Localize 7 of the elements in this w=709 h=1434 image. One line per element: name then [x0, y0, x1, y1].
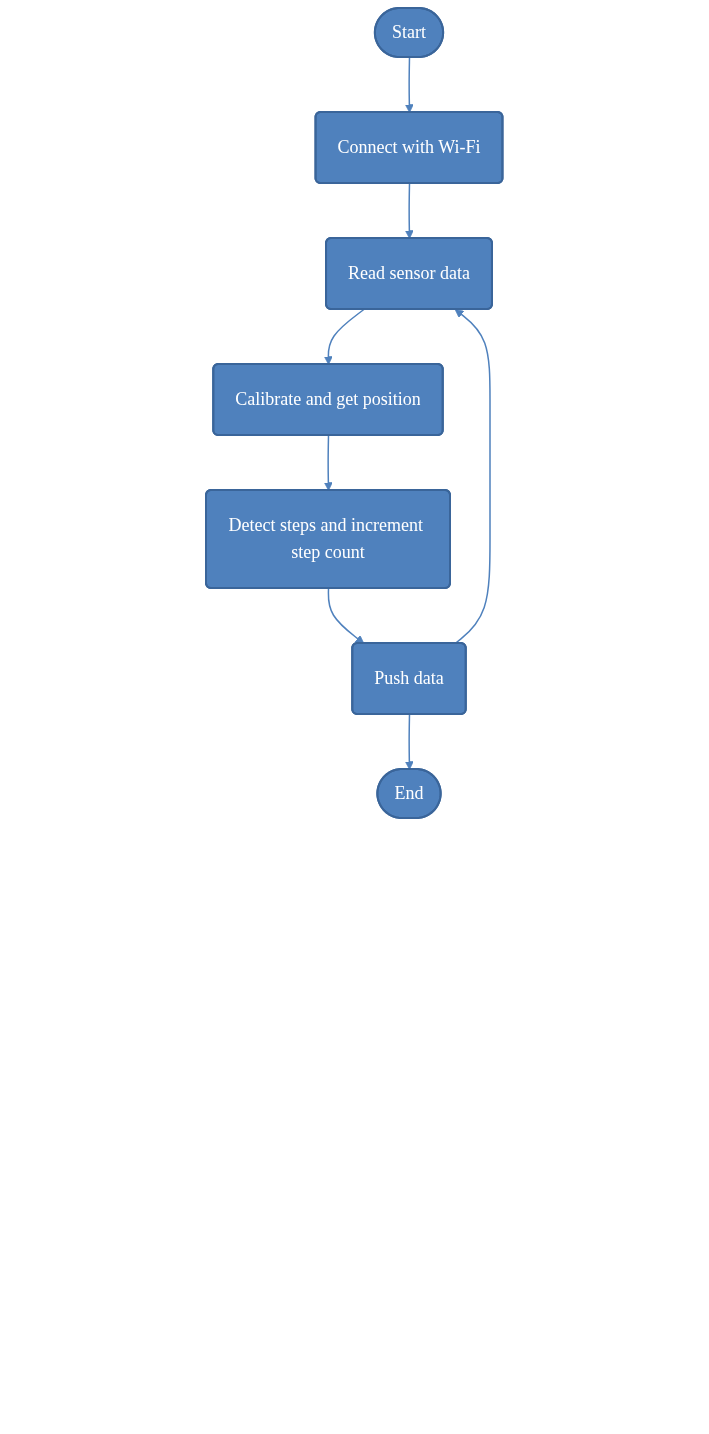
- arrow: [454, 309, 491, 645]
- arrow: [327, 587, 365, 644]
- arrow: [405, 713, 414, 770]
- arrow: [324, 434, 333, 491]
- arrow: [405, 56, 414, 113]
- arrow: [405, 182, 414, 239]
- arrow: [324, 308, 365, 365]
